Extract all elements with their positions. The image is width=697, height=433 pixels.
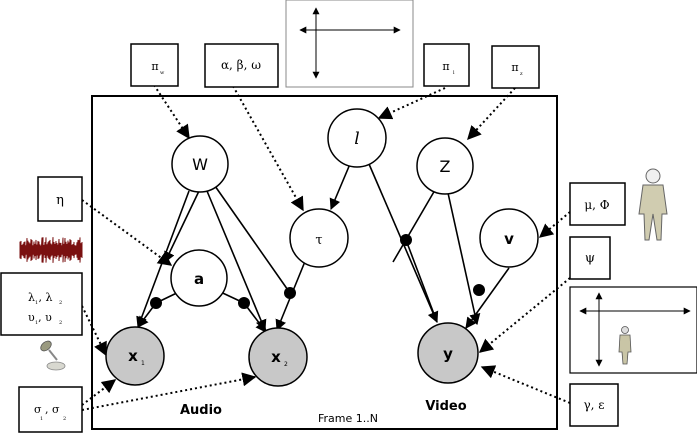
svg-text:w: w (160, 70, 165, 76)
svg-text:2: 2 (59, 300, 62, 306)
svg-text:l: l (354, 129, 359, 149)
param-alpha-beta-omega: α, β, ω (204, 43, 279, 88)
label-frame: Frame 1..N (318, 412, 378, 425)
svg-text:2: 2 (284, 361, 288, 368)
frame-plate (91, 95, 558, 430)
svg-text:1: 1 (35, 320, 38, 326)
node-a: a (170, 249, 228, 307)
svg-text:α, β, ω: α, β, ω (221, 58, 261, 72)
microphone-icon (40, 340, 66, 371)
param-psi: ψ (569, 236, 611, 280)
node-x1: x 1 (105, 326, 165, 386)
svg-text:γ, ε: γ, ε (583, 398, 604, 412)
svg-text:v: v (504, 230, 514, 248)
svg-text:μ, Φ: μ, Φ (584, 198, 609, 212)
svg-text:z: z (520, 71, 523, 77)
edge-pil-l (377, 87, 446, 120)
svg-text:π: π (442, 60, 449, 73)
node-tau: τ (289, 208, 349, 268)
edge-sigma-x2 (81, 372, 257, 411)
svg-text:π: π (151, 60, 158, 73)
svg-text:x: x (271, 348, 281, 366)
edge-eta-a (81, 199, 173, 266)
param-mu-phi: μ, Φ (569, 182, 626, 226)
node-v: v (479, 208, 539, 268)
edge-w-a (164, 190, 200, 264)
node-z: Z (416, 137, 474, 195)
axes-icon (285, 0, 414, 88)
svg-text:υ , υ: υ , υ (28, 311, 52, 324)
param-pi-z: π z (491, 45, 540, 89)
svg-text:2: 2 (59, 320, 62, 326)
svg-text:1: 1 (35, 300, 38, 306)
label-audio: Audio (180, 403, 222, 418)
svg-text:W: W (192, 155, 208, 174)
edge-muphi-v (538, 211, 571, 238)
junction-dot (284, 287, 296, 299)
svg-text:2: 2 (63, 416, 66, 422)
junction-dot (473, 284, 485, 296)
edge-sigma-x1 (81, 379, 117, 406)
node-w: W (171, 135, 229, 193)
svg-text:y: y (443, 345, 453, 363)
param-gamma-eps: γ, ε (569, 383, 619, 427)
svg-text:x: x (128, 347, 138, 365)
label-video: Video (425, 399, 466, 414)
edge-v-y (465, 267, 510, 329)
param-pi-l: π l (423, 43, 470, 87)
param-lambda-upsilon: λ , λ 1 2 υ , υ 1 2 (0, 272, 83, 336)
param-eta: η (37, 176, 83, 222)
svg-text:λ , λ: λ , λ (28, 291, 52, 304)
edge-z-y (447, 192, 481, 326)
svg-text:τ: τ (315, 233, 322, 248)
person-icon (638, 168, 668, 241)
edge-l-tau (329, 163, 351, 211)
node-y: y (417, 322, 479, 384)
svg-text:1: 1 (40, 416, 43, 422)
edge-abo-tau (232, 85, 304, 212)
node-l: l (327, 108, 387, 168)
edge-w-tau (214, 185, 291, 294)
svg-text:l: l (453, 70, 455, 76)
scene-icon (569, 286, 697, 374)
node-x2: x 2 (248, 327, 308, 387)
svg-text:σ , σ: σ , σ (34, 403, 60, 416)
svg-text:ψ: ψ (585, 251, 595, 266)
edge-w-x2 (206, 190, 267, 332)
svg-text:Z: Z (440, 157, 451, 176)
param-sigma: σ , σ 1 2 (18, 386, 83, 433)
edge-lambda-x1 (81, 305, 107, 357)
svg-text:π: π (511, 61, 518, 74)
svg-text:a: a (194, 270, 204, 288)
edge-z-v-line (392, 189, 436, 263)
edge-piw-w (153, 84, 190, 140)
svg-text:1: 1 (141, 360, 145, 367)
waveform-icon (19, 236, 83, 264)
edge-piz-z (467, 87, 516, 141)
svg-text:η: η (56, 193, 64, 208)
param-pi-w: π w (130, 43, 179, 87)
edge-gammaeps-y (480, 365, 571, 404)
